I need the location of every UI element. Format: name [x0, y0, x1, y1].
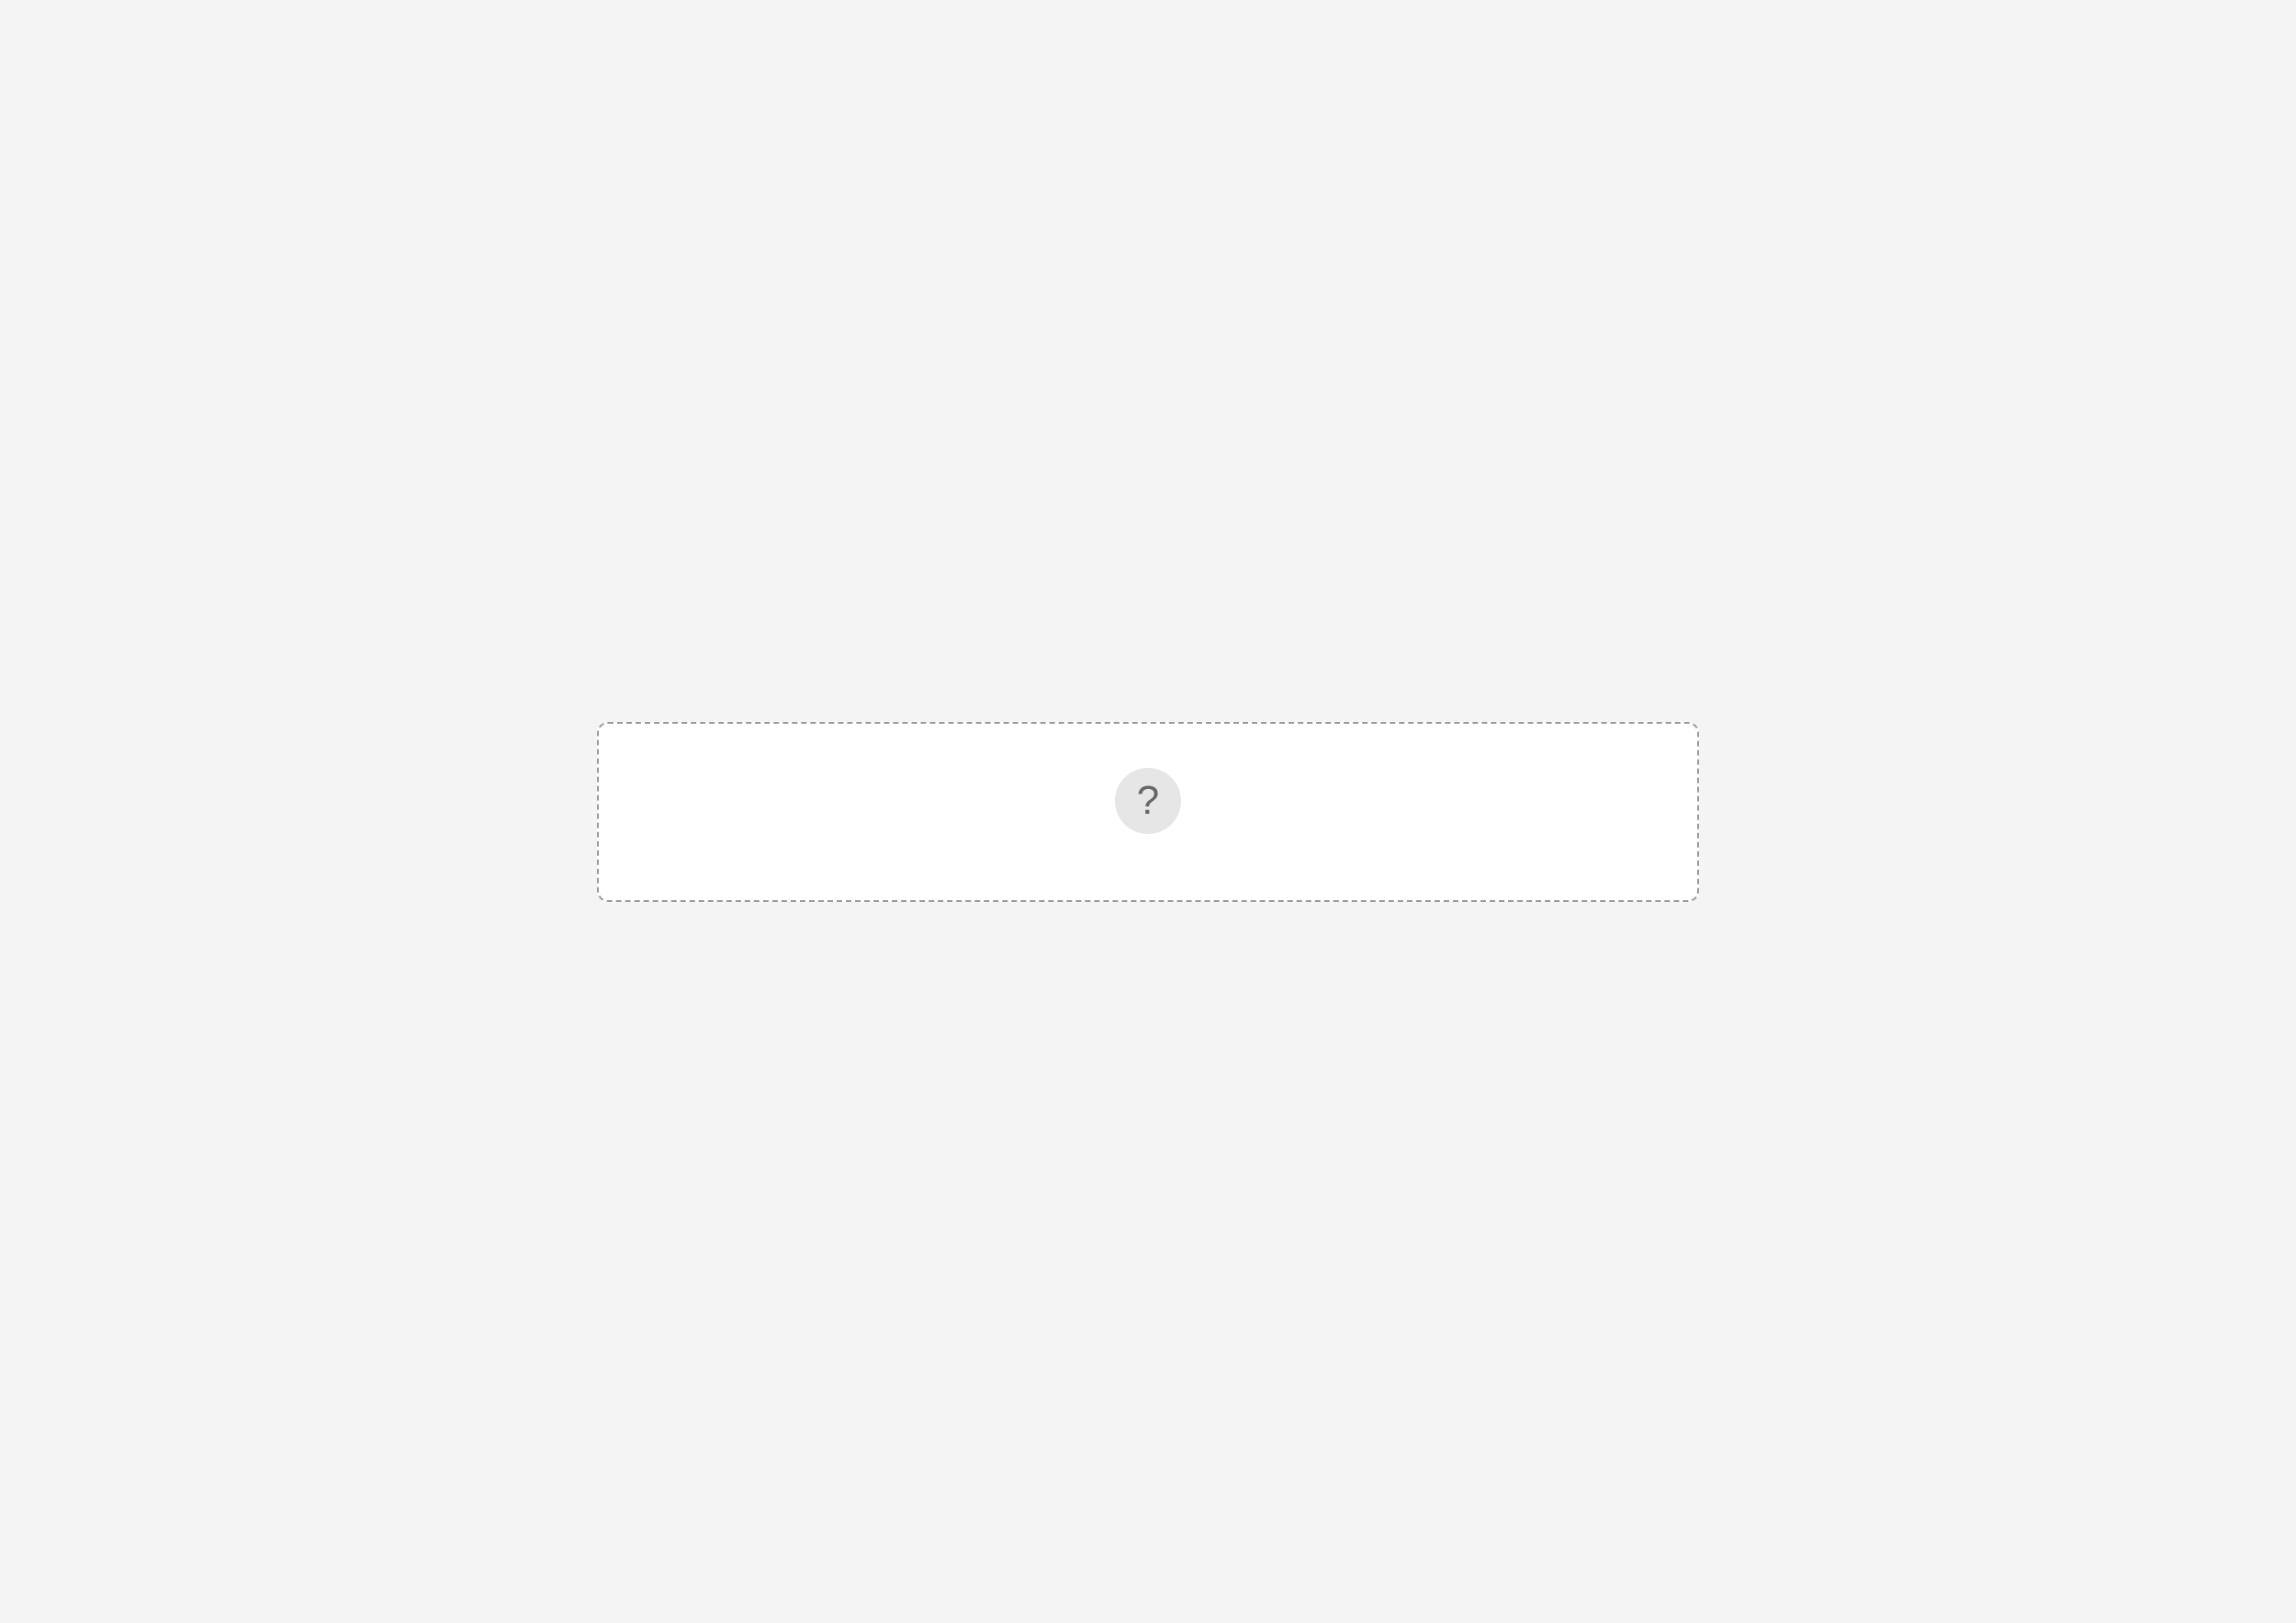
question-mark-icon: ? [1115, 767, 1181, 834]
placeholder-notice: ? [597, 721, 1699, 902]
